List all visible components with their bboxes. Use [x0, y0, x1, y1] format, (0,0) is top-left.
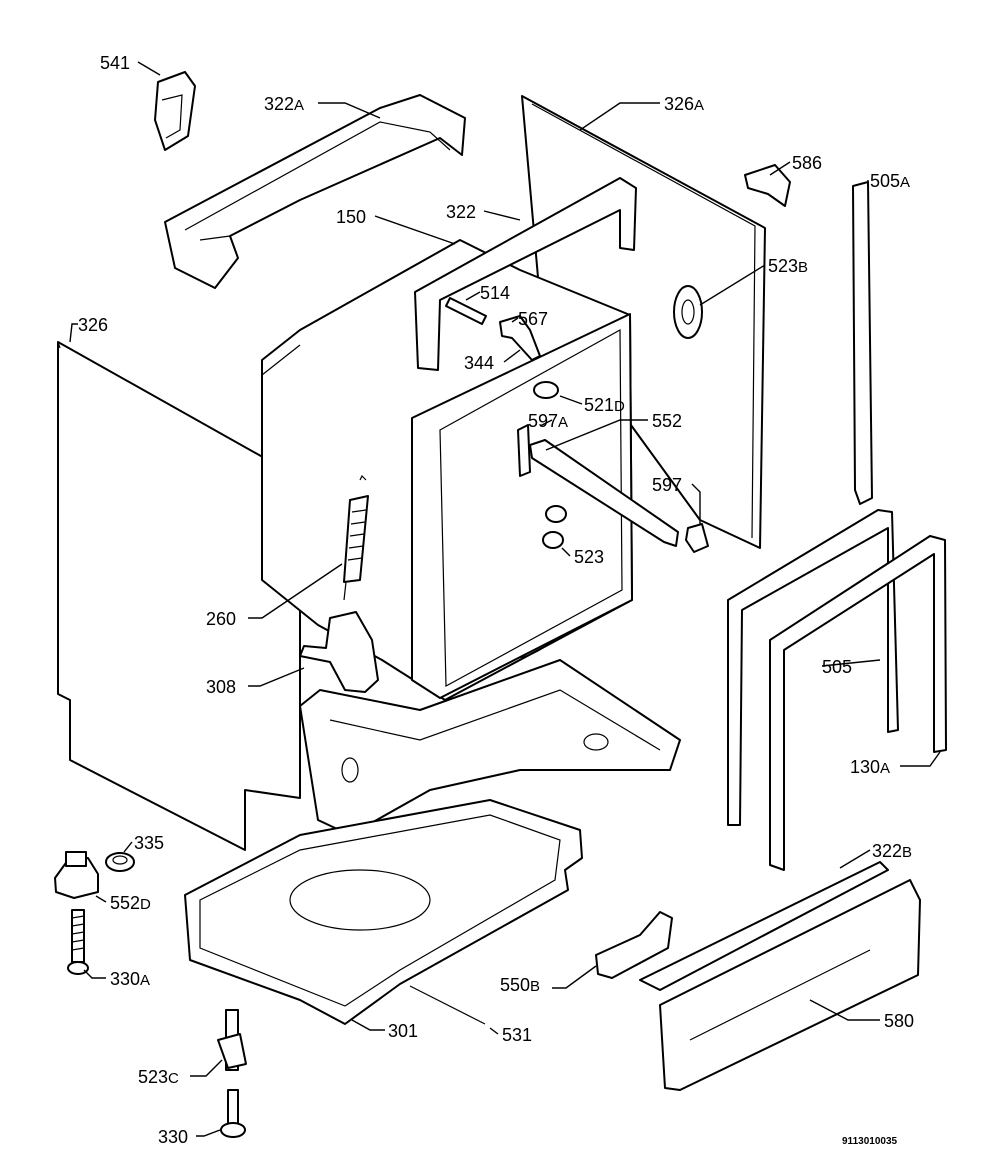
label-523: 523	[574, 547, 604, 567]
seal-strip-505a	[852, 181, 873, 505]
label-505: 505	[822, 657, 852, 677]
label-523c: 523C	[138, 1067, 179, 1087]
door-frame	[411, 313, 633, 699]
clip-597a	[517, 424, 531, 477]
label-326: 326	[78, 315, 108, 335]
seal-505	[727, 509, 947, 871]
label-330a: 330A	[110, 969, 150, 989]
clip-550b	[595, 911, 673, 979]
bracket-567-344	[499, 315, 541, 361]
part-586	[744, 164, 791, 207]
label-301: 301	[388, 1021, 418, 1041]
label-597: 597	[652, 475, 682, 495]
kickplate-580	[659, 879, 921, 1091]
axle-514	[445, 297, 487, 325]
label-541: 541	[100, 53, 130, 73]
label-330: 330	[158, 1127, 188, 1147]
label-552: 552	[652, 411, 682, 431]
label-322: 322	[446, 202, 476, 222]
label-597a: 597A	[528, 411, 568, 431]
clip-541	[154, 71, 196, 151]
label-260: 260	[206, 609, 236, 629]
label-150: 150	[336, 207, 366, 227]
label-523b: 523B	[768, 256, 808, 276]
rod-531	[409, 985, 486, 1025]
top-bracket-322a	[164, 94, 466, 289]
label-567: 567	[518, 309, 548, 329]
screw-330	[220, 1089, 246, 1138]
label-322b: 322B	[872, 841, 912, 861]
base-pan-301	[184, 799, 583, 1025]
fitting-523	[542, 505, 567, 549]
label-335: 335	[134, 833, 164, 853]
label-322a: 322A	[264, 94, 304, 114]
label-521d: 521D	[584, 395, 625, 415]
label-514: 514	[480, 283, 510, 303]
valve-552d	[54, 851, 99, 899]
label-308: 308	[206, 677, 236, 697]
kickplate-322b	[639, 861, 889, 991]
label-130a: 130A	[850, 757, 890, 777]
nut-335	[105, 852, 135, 872]
screw-330a	[67, 909, 89, 975]
label-586: 586	[792, 153, 822, 173]
label-580: 580	[884, 1011, 914, 1031]
label-505a: 505A	[870, 171, 910, 191]
plug-523b	[673, 285, 703, 339]
clip-597	[685, 523, 709, 553]
label-326a: 326A	[664, 94, 704, 114]
hinge-308	[299, 611, 379, 693]
drawing-code: 9113010035	[842, 1136, 898, 1147]
label-344: 344	[464, 353, 494, 373]
part-labels: 541 322A 326A 586 505A 150 322 523B 514 …	[78, 53, 914, 1147]
label-531: 531	[502, 1025, 532, 1045]
spring-260	[343, 474, 369, 601]
label-552d: 552D	[110, 893, 151, 913]
hinge-523c	[217, 1009, 247, 1071]
rail-552	[529, 439, 679, 547]
plug-521d	[533, 381, 559, 399]
leader-lines	[69, 61, 941, 1137]
upper-rail-322	[414, 177, 637, 371]
label-550b: 550B	[500, 975, 540, 995]
